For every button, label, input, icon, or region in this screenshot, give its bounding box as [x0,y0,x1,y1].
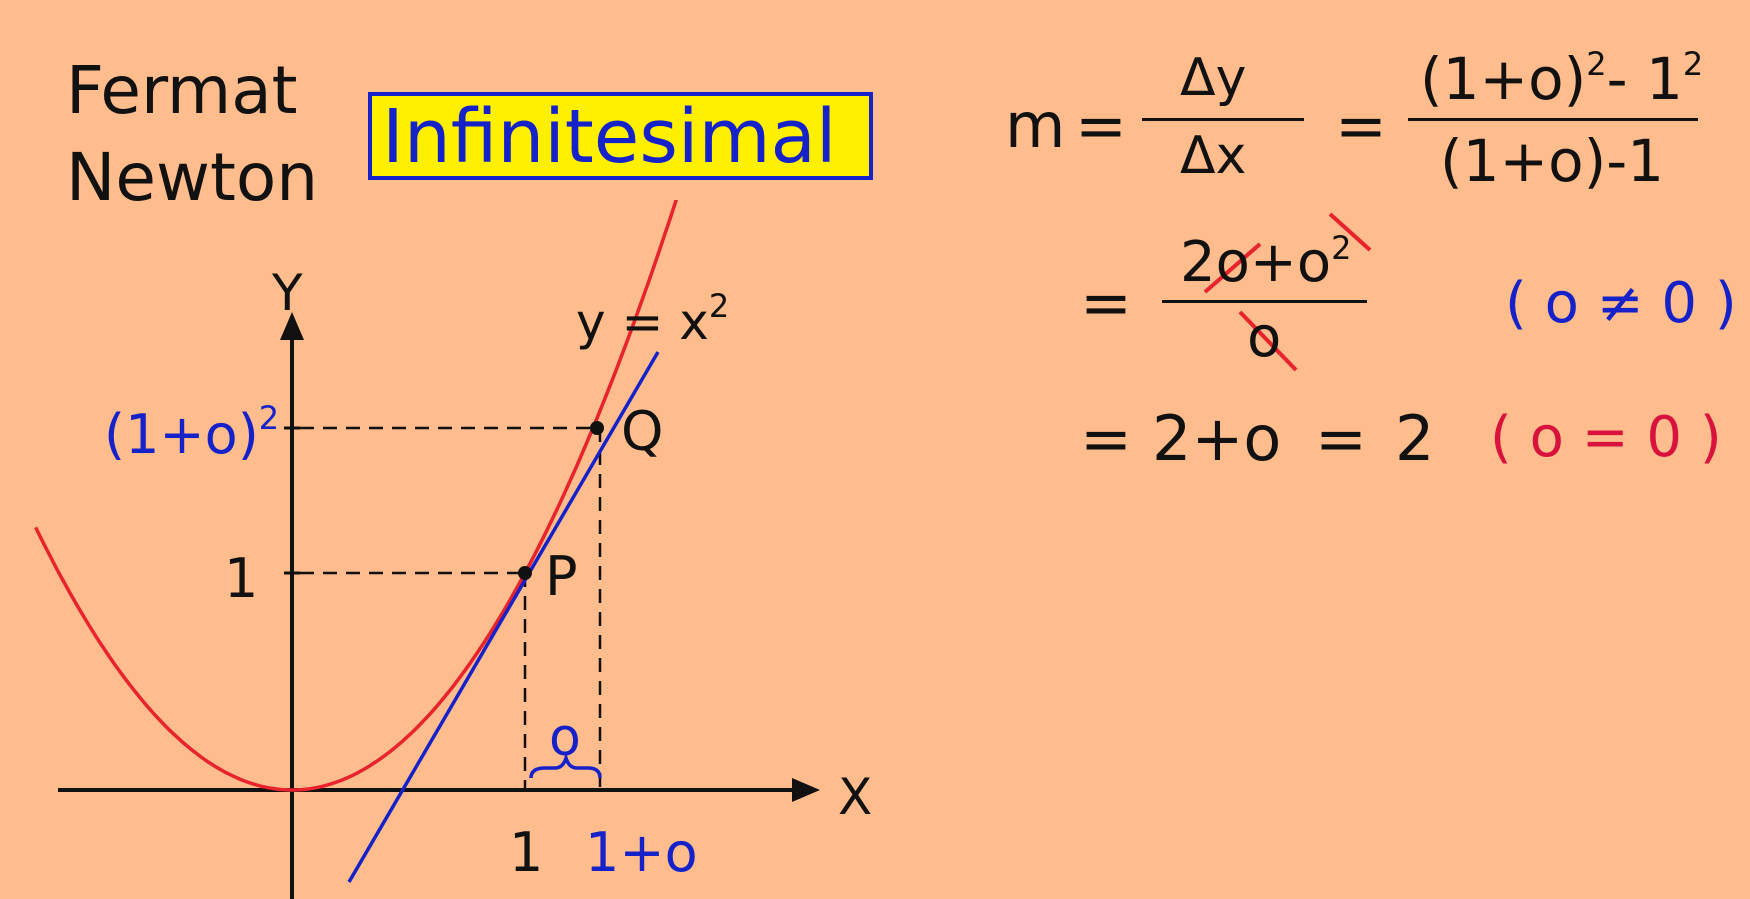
point-q-dot [590,421,604,435]
eq1-frac1-denominator: Δx [1180,126,1247,186]
eq1-frac2-num-exp1: 2 [1586,45,1607,83]
eq2-num-b: o [1215,230,1250,295]
heading-newton: Newton [66,139,319,216]
eq1-equals-1: = [1075,89,1127,162]
eq2-condition: ( o ≠ 0 ) [1505,271,1737,336]
eq1-frac2-denominator: (1+o)-1 [1440,127,1665,195]
y-tick-p-label: 1 [224,547,259,610]
eq3-result: 2 [1395,402,1435,475]
eq1-frac2-bar [1408,118,1698,121]
eq1-equals-2: = [1335,89,1387,162]
point-p-label: P [545,545,578,608]
parabola-curve [34,200,679,792]
eq1-frac1-bar [1142,118,1304,121]
point-q-label: Q [621,400,664,463]
eq1-frac2-num-b: - 1 [1606,45,1683,113]
eq2-num-c: +o [1249,230,1332,295]
y-tick-q-exp: 2 [258,399,280,437]
x-axis-arrow-icon [792,778,820,802]
eq1-frac2-numerator: (1+o)2- 12 [1420,48,1703,108]
eq2-equals: = [1080,266,1132,339]
eq2-denominator: o [1247,305,1282,370]
eq2-frac-bar [1162,300,1367,303]
eq2-num-exp: 2 [1331,229,1352,267]
eq2-num-a: 2 [1180,230,1216,295]
eq1-frac1-numerator: Δy [1180,48,1247,108]
brace-label: o [549,708,581,768]
cancel-mark-num-o [1203,242,1262,294]
heading-fermat: Fermat [66,52,298,129]
secant-line [347,351,660,883]
eq2-numerator: 2o+o2 [1180,232,1351,291]
x-tick-p-label: 1 [509,821,544,884]
curve-label-base: y = x [576,293,709,351]
cancel-mark-exp [1328,212,1372,252]
y-axis-label: Y [272,264,303,322]
y-axis-arrow-icon [280,312,304,340]
eq1-frac2-num-exp2: 2 [1682,45,1704,83]
y-tick-q-base: (1+o) [104,403,259,466]
eq3-condition: ( o = 0 ) [1490,405,1722,470]
cancel-mark-den-o [1238,310,1298,372]
eq1-lhs: m [1005,89,1066,162]
eq1-frac2-num-a: (1+o) [1420,45,1587,113]
eq3-expression: 2+o [1152,402,1282,475]
y-tick-q-label: (1+o)2 [104,402,279,462]
brace-icon [529,751,602,779]
x-tick-q-label: 1+o [585,821,698,884]
curve-label: y = x2 [576,290,729,347]
infinitesimal-badge: Infinitesimal [368,92,873,180]
point-p-dot [518,566,532,580]
curve-label-exp: 2 [708,287,730,325]
x-axis-label: X [838,768,873,826]
eq3-equals-2: = [1315,402,1367,475]
eq3-equals-1: = [1080,402,1132,475]
